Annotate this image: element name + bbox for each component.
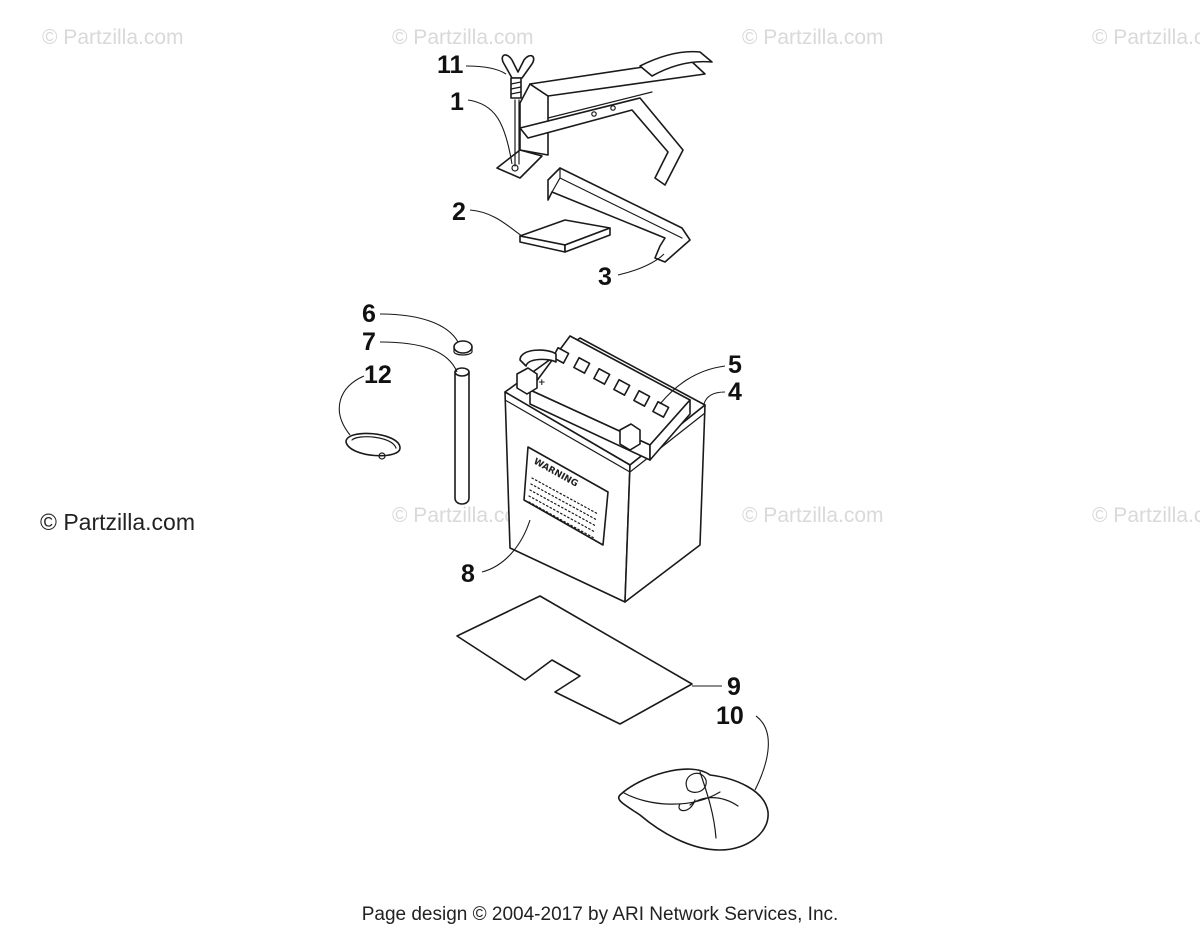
warning-label-hatch [528,477,599,539]
part-clip-ring [345,432,401,460]
watermark: © Partzilla.com [1092,26,1200,49]
callout-11: 11 [437,51,464,79]
part-bracket-cap [547,167,691,263]
callout-10: 10 [716,702,744,730]
watermark-main: © Partzilla.com [40,509,195,535]
watermark: © Partzilla.com [742,504,884,527]
footer-copyright: Page design © 2004-2017 by ARI Network S… [362,904,839,925]
part-vent-tube [454,367,470,505]
part-pad [519,219,611,253]
callout-8: 8 [461,560,475,588]
watermark: © Partzilla.com [392,504,534,527]
part-battery: + [504,335,706,603]
callouts: 11 1 2 3 6 7 12 5 4 8 9 10 [362,51,744,730]
watermark: © Partzilla.com [42,26,184,49]
callout-5: 5 [728,351,742,379]
watermark-grid: © Partzilla.com © Partzilla.com © Partzi… [42,26,1200,527]
callout-7: 7 [362,328,376,356]
callout-6: 6 [362,300,376,328]
terminal-sign: + [538,378,546,388]
part-battery-mat [456,595,693,725]
callout-1: 1 [450,88,464,116]
watermark: © Partzilla.com [1092,504,1200,527]
part-clamp [453,340,473,356]
watermark: © Partzilla.com [392,26,534,49]
part-storage-bag [618,768,769,851]
part-hold-down-bracket [496,50,713,186]
callout-12: 12 [364,361,392,389]
part-wing-bolt [501,54,535,99]
callout-2: 2 [452,198,466,226]
watermark: © Partzilla.com [742,26,884,49]
callout-3: 3 [598,263,612,291]
leader-lines [338,65,769,791]
callout-4: 4 [728,378,742,406]
callout-9: 9 [727,673,741,701]
